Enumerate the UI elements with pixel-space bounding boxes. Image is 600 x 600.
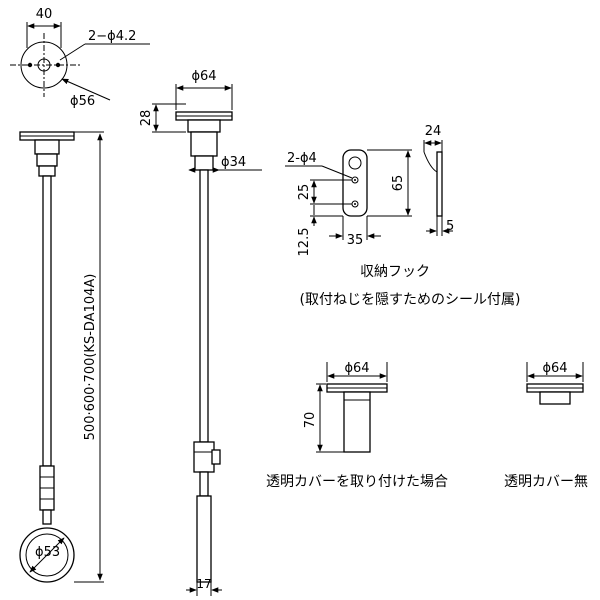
dim-bottom-width: 17 [196,577,211,591]
hook-caption: 収納フック [360,264,430,280]
dim-holes: 2−ϕ4.2 [88,29,136,44]
leader-line [321,165,353,179]
hook-curve [423,151,438,173]
transparent-cover [343,391,371,453]
adjuster-button [211,449,221,465]
nocover-dim-diameter: ϕ64 [542,361,567,376]
hook-side-profile [436,151,443,217]
hook-dim-width: 35 [347,233,364,248]
dim-ring: ϕ53 [35,545,60,560]
dim-diameter: ϕ56 [70,94,95,109]
cover-dim-height: 70 [303,412,318,429]
dim-length: 500·600·700(KS-DA104A) [83,274,98,441]
flange-neck [36,153,58,167]
hook-dim-pitch: 25 [297,184,312,201]
mounting-hole [27,62,33,68]
center-bore [37,58,51,72]
hook-dim-depth: 24 [425,124,442,139]
dim-width: 40 [36,7,53,22]
leader-line [61,78,111,101]
cover-attached-view: ϕ64 70 透明カバーを取り付けた場合 [266,361,448,490]
side-view-pole: ϕ53 500·600·700(KS-DA104A) [19,131,104,583]
leader-line [59,43,86,61]
ring-inner [25,533,69,577]
dim-top-height: 28 [139,110,154,127]
hook-hole-center [354,203,356,205]
hook-dim-height: 65 [391,175,406,192]
top-view-flange: 40 2−ϕ4.2 ϕ56 [10,7,150,109]
ring-neck [42,509,52,525]
flange-neck [190,131,218,157]
ring-outer [19,527,75,583]
hook-dim-offset: 12.5 [297,228,312,257]
dim-body-diameter: ϕ34 [221,155,246,170]
hook-dim-thickness: 5 [446,219,454,234]
cover-dim-diameter: ϕ64 [344,361,369,376]
pole-rod [42,175,52,467]
dim-top-diameter: ϕ64 [191,69,216,84]
cover-on-caption: 透明カバーを取り付けた場合 [266,474,448,490]
lower-rod [199,471,209,497]
cover-off-caption: 透明カバー無 [504,474,588,490]
pole-rod [199,169,209,443]
adjuster [193,441,215,473]
flange-body [187,119,221,133]
hook-note: (取付ねじを隠すためのシール付属) [300,292,521,308]
flange-body [34,139,60,155]
hook-dim-holes: 2-ϕ4 [287,151,317,166]
front-view-pole: ϕ64 28 ϕ34 17 [139,69,262,596]
storage-hook: 2-ϕ4 25 12.5 65 35 24 5 収納フック [285,124,520,308]
flange-collar [194,155,214,171]
dimension-line [29,537,65,573]
end-cap [196,495,212,583]
mounting-hole [55,62,61,68]
hook-hole-large [348,156,362,170]
flange-body [539,391,571,405]
no-cover-view: ϕ64 透明カバー無 [504,361,588,490]
hook-hole-center [354,179,356,181]
flange-collar [38,165,56,177]
